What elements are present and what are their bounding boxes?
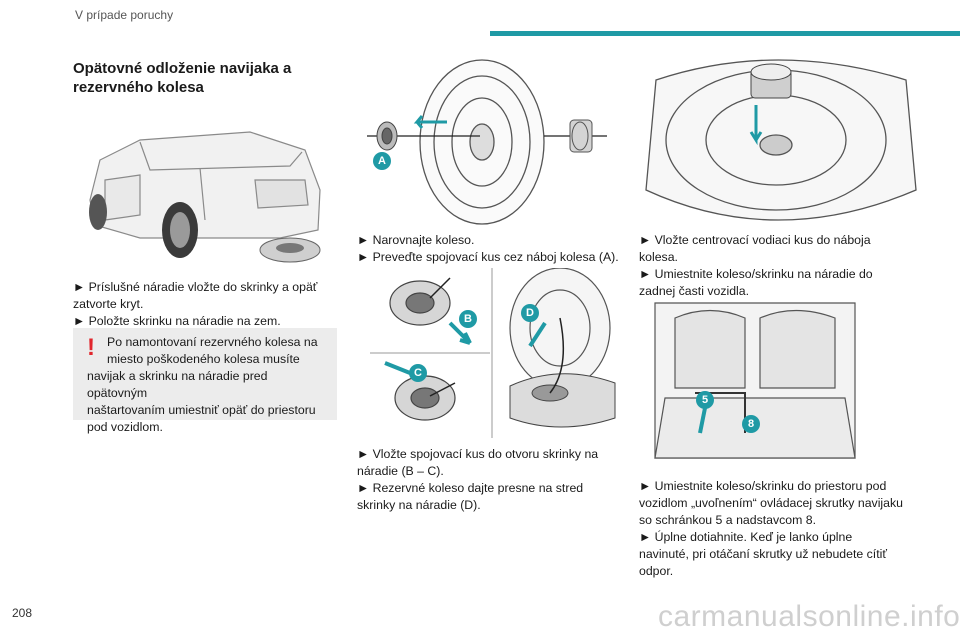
- column2-paragraph-1: ► Narovnajte koleso. ► Preveďte spojovac…: [357, 232, 632, 266]
- illustration-bcd-toolbox: [370, 268, 616, 438]
- para-line: ► Rezervné koleso dajte presne na stred: [357, 481, 584, 495]
- para-line: navinuté, pri otáčaní skrutky už nebudet…: [639, 547, 887, 561]
- para-line: zadnej časti vozidla.: [639, 284, 750, 298]
- illustration-centering-guide: [645, 59, 917, 221]
- watermark: carmanualsonline.info: [658, 600, 960, 633]
- para-line: ► Príslušné náradie vložte do skrinky a …: [73, 280, 318, 294]
- title-line-2: rezervného kolesa: [73, 79, 204, 96]
- hub-cap: [569, 119, 593, 153]
- para-line: ► Vložte spojovací kus do otvoru skrinky…: [357, 447, 599, 461]
- car-front-wheel: [89, 194, 107, 230]
- para-line: kolesa.: [639, 250, 678, 264]
- para-line: skrinky na náradie (D).: [357, 498, 481, 512]
- header-accent-bar: [490, 31, 960, 36]
- toolbox: [509, 373, 616, 428]
- badge-5: 5: [696, 391, 714, 409]
- illustration-trunk-winch: [654, 302, 856, 459]
- badge-8: 8: [742, 415, 760, 433]
- section-header: V prípade poruchy: [75, 8, 174, 22]
- para-line: ► Narovnajte koleso.: [357, 233, 475, 247]
- warning-line: Po namontovaní rezervného kolesa na: [107, 335, 318, 349]
- column3-paragraph-1: ► Vložte centrovací vodiaci kus do náboj…: [639, 232, 924, 300]
- warning-box: ! Po namontovaní rezervného kolesa na mi…: [73, 328, 337, 434]
- illustration-a-wheel-hub: [367, 59, 607, 225]
- para-line: ► Preveďte spojovací kus cez náboj koles…: [357, 250, 619, 264]
- direction-arrow: [413, 115, 447, 129]
- warning-line: navijak a skrinku na náradie pred opätov…: [87, 369, 268, 400]
- title-line-1: Opätovné odloženie navijaka a: [73, 60, 292, 77]
- para-line: ► Položte skrinku na náradie na zem.: [73, 314, 281, 328]
- para-line: ► Umiestnite koleso/skrinku do priestoru…: [639, 479, 887, 493]
- section-title: Opätovné odloženie navijaka a rezervného…: [73, 59, 333, 97]
- para-line: ► Umiestnite koleso/skrinku na náradie d…: [639, 267, 873, 281]
- para-line: zatvorte kryt.: [73, 297, 144, 311]
- badge-a: A: [373, 152, 391, 170]
- connector-piece: [376, 121, 398, 151]
- para-line: odpor.: [639, 564, 674, 578]
- page-number: 208: [12, 606, 33, 620]
- warning-line: pod vozidlom.: [87, 420, 163, 434]
- warning-line: naštartovaním umiestniť opäť do priestor…: [87, 403, 316, 417]
- para-line: náradie (B – C).: [357, 464, 444, 478]
- column3-paragraph-2: ► Umiestnite koleso/skrinku do priestoru…: [639, 478, 929, 580]
- column2-paragraph-2: ► Vložte spojovací kus do otvoru skrinky…: [357, 446, 632, 514]
- column1-paragraph: ► Príslušné náradie vložte do skrinky a …: [73, 279, 343, 330]
- warning-text: Po namontovaní rezervného kolesa na mies…: [87, 334, 327, 436]
- exclamation-icon: !: [87, 334, 95, 361]
- badge-d: D: [521, 304, 539, 322]
- para-line: so schránkou 5 a nadstavcom 8.: [639, 513, 817, 527]
- para-line: ► Vložte centrovací vodiaci kus do náboj…: [639, 233, 871, 247]
- centering-guide-piece: [750, 63, 792, 99]
- badge-c: C: [409, 364, 427, 382]
- badge-b: B: [459, 310, 477, 328]
- para-line: ► Úplne dotiahnite. Keď je lanko úplne: [639, 530, 853, 544]
- para-line: vozidlom „uvoľnením“ ovládacej skrutky n…: [639, 496, 903, 510]
- car-illustration: [89, 131, 321, 263]
- warning-line: miesto poškodeného kolesa musíte: [107, 352, 300, 366]
